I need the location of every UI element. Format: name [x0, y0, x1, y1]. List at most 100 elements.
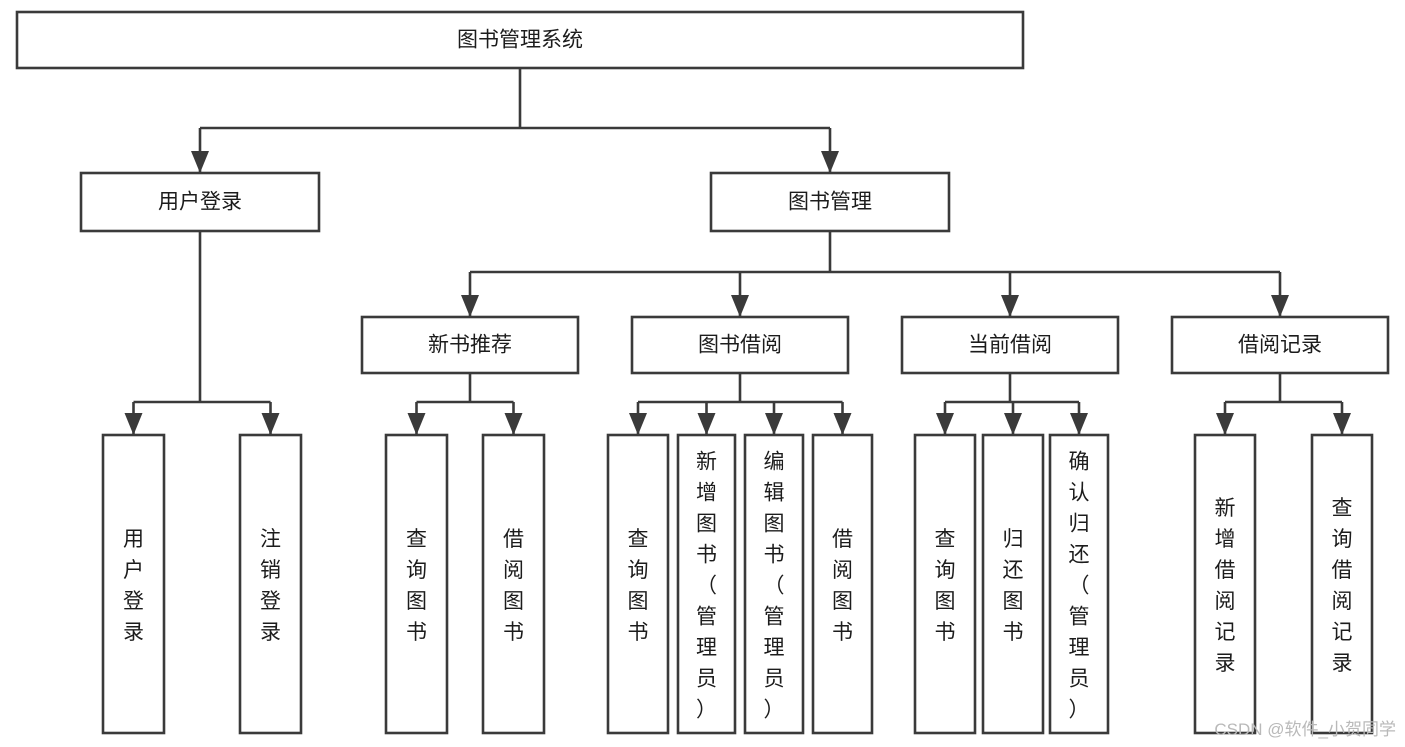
svg-text:图: 图 [406, 590, 427, 613]
svg-text:用: 用 [123, 528, 144, 551]
node-current-borrow-label: 当前借阅 [968, 334, 1052, 357]
node-user-login-label: 用户登录 [158, 191, 242, 214]
leaf-return-book-box [981, 433, 1045, 735]
node-new-book-recommend-box [360, 315, 580, 375]
svg-text:管: 管 [1069, 606, 1090, 629]
svg-text:图: 图 [503, 590, 524, 613]
svg-text:书: 书 [764, 544, 785, 567]
svg-text:阅: 阅 [1332, 590, 1353, 613]
svg-text:询: 询 [1332, 528, 1353, 551]
svg-text:登: 登 [123, 590, 144, 613]
svg-text:）: ） [764, 699, 785, 722]
nodes-layer: 图书管理系统用户登录图书管理新书推荐图书借阅当前借阅借阅记录用户登录注销登录查询… [15, 10, 1390, 735]
svg-text:）: ） [696, 699, 717, 722]
svg-text:阅: 阅 [1215, 590, 1236, 613]
svg-text:理: 理 [764, 637, 785, 660]
leaf-query-book-1-box [384, 433, 449, 735]
svg-text:户: 户 [123, 559, 144, 582]
svg-text:借: 借 [832, 528, 853, 551]
node-book-management-label: 图书管理 [788, 191, 872, 214]
node-book-borrow-label: 图书借阅 [698, 334, 782, 357]
leaf-borrow-book-1-box [481, 433, 546, 735]
leaf-borrow_record-arrow-1 [1333, 413, 1351, 435]
leaf-confirm-return-admin-box [1048, 433, 1110, 735]
svg-text:录: 录 [1332, 652, 1353, 675]
leaf-add-borrow-record-box [1193, 433, 1257, 735]
svg-text:图: 图 [696, 513, 717, 536]
svg-text:查: 查 [935, 528, 956, 551]
svg-text:）: ） [1069, 699, 1090, 722]
svg-text:登: 登 [260, 590, 281, 613]
leaf-book_borrow-arrow-0 [629, 413, 647, 435]
mgmt-to-level3-arrow-0 [461, 295, 479, 317]
node-user-login-box [79, 171, 321, 233]
root-to-level2-arrow-1 [821, 151, 839, 173]
mgmt-to-level3-arrow-1 [731, 295, 749, 317]
svg-text:录: 录 [260, 621, 281, 644]
svg-text:员: 员 [764, 668, 785, 691]
svg-text:阅: 阅 [832, 559, 853, 582]
svg-text:归: 归 [1003, 528, 1024, 551]
svg-text:确: 确 [1069, 451, 1090, 474]
leaf-book_borrow-arrow-3 [833, 413, 852, 435]
svg-text:书: 书 [696, 544, 717, 567]
svg-text:记: 记 [1215, 621, 1236, 644]
svg-text:员: 员 [696, 668, 717, 691]
svg-text:增: 增 [696, 482, 717, 505]
svg-text:辑: 辑 [764, 482, 785, 505]
svg-text:图: 图 [832, 590, 853, 613]
svg-text:图: 图 [935, 590, 956, 613]
node-current-borrow-box [900, 315, 1120, 375]
leaf-query-borrow-record-box [1310, 433, 1374, 735]
node-borrow-record-box [1170, 315, 1390, 375]
leaf-user_login-arrow-1 [261, 413, 280, 435]
svg-text:图: 图 [628, 590, 649, 613]
svg-text:新: 新 [696, 451, 717, 474]
root-to-level2-arrow-0 [191, 151, 209, 173]
node-new-book-recommend-label: 新书推荐 [428, 334, 512, 357]
leaf-user_login-arrow-0 [124, 413, 143, 435]
leaf-add-book-admin-box [676, 433, 737, 735]
svg-text:借: 借 [1215, 559, 1236, 582]
svg-text:（: （ [1069, 575, 1090, 598]
svg-text:查: 查 [628, 528, 649, 551]
svg-text:图: 图 [1003, 590, 1024, 613]
leaf-query-book-3-box [913, 433, 977, 735]
svg-text:归: 归 [1069, 513, 1090, 536]
svg-text:（: （ [764, 575, 785, 598]
svg-text:注: 注 [260, 528, 281, 551]
svg-text:图: 图 [764, 513, 785, 536]
svg-text:管: 管 [764, 606, 785, 629]
leaf-new_book_recommend-arrow-0 [407, 413, 426, 435]
svg-text:书: 书 [832, 621, 853, 644]
leaf-current_borrow-arrow-2 [1070, 413, 1088, 435]
leaf-current_borrow-arrow-1 [1004, 413, 1022, 435]
svg-text:查: 查 [406, 528, 427, 551]
leaf-query-book-2-box [606, 433, 670, 735]
svg-text:书: 书 [503, 621, 524, 644]
svg-text:借: 借 [1332, 559, 1353, 582]
leaf-book_borrow-arrow-2 [765, 413, 783, 435]
svg-text:书: 书 [406, 621, 427, 644]
svg-text:编: 编 [764, 451, 785, 474]
leaf-user-login-box [101, 433, 166, 735]
svg-text:查: 查 [1332, 497, 1353, 520]
svg-text:还: 还 [1003, 559, 1024, 582]
svg-text:管: 管 [696, 606, 717, 629]
leaf-user-login-label: 用户登录 [123, 528, 144, 644]
svg-text:阅: 阅 [503, 559, 524, 582]
svg-text:记: 记 [1332, 621, 1353, 644]
svg-text:（: （ [696, 575, 717, 598]
leaf-edit-book-admin-box [743, 433, 805, 735]
mgmt-to-level3-arrow-2 [1001, 295, 1019, 317]
leaf-current_borrow-arrow-0 [936, 413, 954, 435]
